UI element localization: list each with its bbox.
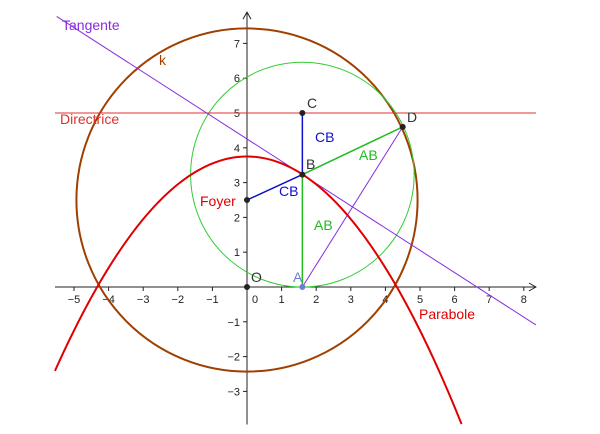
directrix-label: Directrice [60, 111, 119, 127]
segment-cb-focus [246, 173, 303, 201]
point-b [299, 171, 306, 178]
tangent-label: Tangente [62, 17, 120, 33]
x-tick-label: −5 [68, 294, 81, 306]
x-tick-label: 2 [313, 294, 319, 306]
x-tick-label: −2 [172, 294, 185, 306]
x-tick-label: 8 [521, 294, 527, 306]
segment-a-to-d [301, 126, 404, 288]
x-tick-label: 1 [279, 294, 285, 306]
y-tick-label: 4 [234, 143, 240, 155]
x-tick-label: 3 [348, 294, 354, 306]
x-tick-label: 0 [252, 294, 258, 306]
y-tick-label: −2 [227, 352, 240, 364]
point-a-label: A [293, 269, 303, 285]
y-tick-label: −3 [227, 386, 240, 398]
parabola-label: Parabole [419, 306, 475, 322]
circle-green [190, 61, 415, 288]
x-axis-arrow [528, 282, 537, 292]
segment-cb-vertical-label: CB [315, 129, 334, 145]
y-tick-label: 7 [234, 38, 240, 50]
focus-label: Foyer [200, 193, 236, 209]
segment-ab-to-d [302, 126, 404, 176]
point-d [399, 123, 406, 130]
segment-ab-vertical-label: AB [314, 217, 333, 233]
y-tick-label: 5 [234, 108, 240, 120]
curves [54, 16, 537, 425]
x-tick-label: 5 [417, 294, 423, 306]
y-axis-arrow [242, 11, 252, 20]
y-tick-label: 3 [234, 178, 240, 190]
y-tick-label: 6 [234, 73, 240, 85]
circle-k [75, 27, 419, 373]
points [244, 110, 406, 290]
y-tick-label: 1 [234, 247, 240, 259]
y-tick-label: −1 [227, 317, 240, 329]
point-o-label: O [251, 269, 262, 285]
point-b-label: B [306, 156, 315, 172]
x-tick-label: −3 [137, 294, 150, 306]
point-foyer [244, 197, 250, 203]
x-tick-label: −1 [206, 294, 219, 306]
point-a [299, 284, 306, 290]
parabola-curve [54, 155, 463, 425]
x-tick-label: 6 [452, 294, 458, 306]
circle-k-label: k [159, 52, 167, 68]
point-c [299, 110, 306, 116]
segment-cb-focus-label: CB [279, 183, 298, 199]
point-o [244, 284, 250, 290]
point-d-label: D [407, 109, 417, 125]
segment-ab-to-d-label: AB [359, 147, 378, 163]
x-tick-label: 7 [486, 294, 492, 306]
point-c-label: C [307, 95, 317, 111]
y-tick-label: 2 [234, 212, 240, 224]
